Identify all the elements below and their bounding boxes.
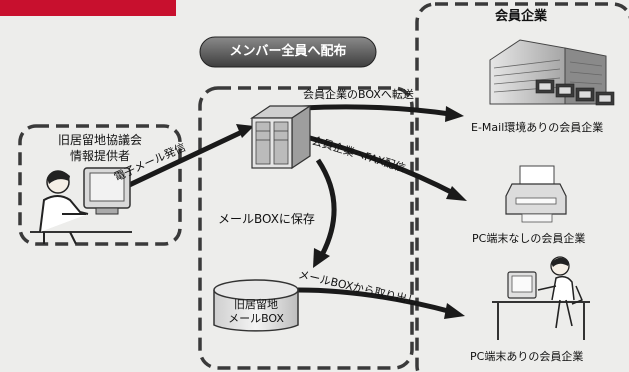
forward-to-box-arrowhead — [445, 106, 464, 122]
recipient-with-pc-label: PC端末ありの会員企業 — [470, 350, 584, 363]
provider-label-line1: 旧居留地協議会 — [57, 133, 142, 147]
provider-box — [18, 124, 182, 246]
recipient-email-env-label: E-Mail環境ありの会員企業 — [471, 121, 604, 134]
office-building-icon — [489, 39, 615, 106]
person-at-computer-icon — [30, 167, 132, 245]
mailbox-label-line2: メールBOX — [228, 312, 284, 325]
email-send-arrowhead — [236, 124, 254, 138]
forward-to-box-arrow — [301, 104, 451, 117]
person-at-desk-icon — [492, 256, 590, 340]
save-to-box-arrowhead — [313, 248, 330, 268]
provider-label-line2: 情報提供者 — [69, 149, 130, 163]
member-companies-title: 会員企業 — [495, 9, 548, 24]
fax-delivery-arrowhead — [446, 186, 467, 201]
recipient-no-pc-label: PC端末なしの会員企業 — [472, 232, 586, 245]
save-to-box-arrow — [315, 158, 337, 257]
save-to-box-label: メールBOXに保存 — [218, 212, 315, 226]
mailbox-label-line1: 旧居留地 — [234, 298, 278, 311]
server-rack-icon — [250, 104, 312, 170]
retrieve-from-box-arrow — [297, 287, 453, 315]
fax-delivery-arrow — [302, 133, 457, 197]
distribute-tag-label: メンバー全員へ配布 — [229, 44, 347, 59]
retrieve-from-box-arrowhead — [444, 303, 465, 319]
forward-to-box-label: 会員企業のBOXへ転送 — [303, 88, 414, 101]
member-companies-box — [415, 2, 629, 372]
database-cylinder-icon — [213, 279, 299, 332]
distribution-box — [198, 86, 414, 370]
fax-machine-icon — [505, 165, 567, 223]
distribute-tag — [199, 36, 377, 68]
red-accent-bar — [0, 0, 176, 16]
